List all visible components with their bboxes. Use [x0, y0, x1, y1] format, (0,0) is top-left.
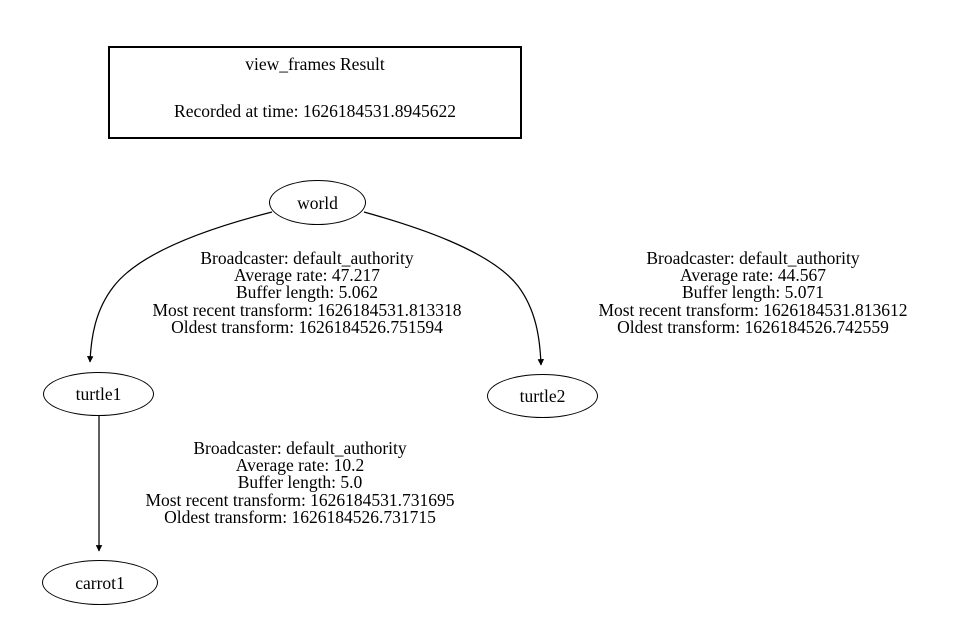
edge-most-recent-transform: Most recent transform: 1626184531.813318 [152, 299, 462, 320]
node-turtle1-label: turtle1 [75, 384, 122, 404]
edge-label-world-turtle2: Broadcaster: default_authority Average r… [543, 248, 963, 337]
edge-most-recent-transform: Most recent transform: 1626184531.731695 [145, 489, 455, 510]
edge-broadcaster: Broadcaster: default_authority [646, 248, 860, 268]
node-world-label: world [297, 192, 338, 213]
edge-world-turtle2 [363, 211, 545, 366]
edge-label-turtle1-carrot1: Broadcaster: default_authority Average r… [90, 438, 510, 527]
edge-oldest-transform: Oldest transform: 1626184526.731715 [164, 506, 436, 527]
edge-broadcaster: Broadcaster: default_authority [193, 438, 407, 458]
edge-most-recent-transform: Most recent transform: 1626184531.813612 [598, 299, 908, 320]
node-turtle2[interactable]: turtle2 [487, 374, 598, 418]
edge-average-rate: Average rate: 44.567 [680, 265, 826, 286]
edge-buffer-length: Buffer length: 5.0 [237, 472, 363, 493]
edge-oldest-transform: Oldest transform: 1626184526.742559 [617, 316, 889, 337]
result-box: view_frames Result Recorded at time: 162… [108, 46, 522, 139]
result-recorded-time: Recorded at time: 1626184531.8945622 [174, 101, 456, 121]
edge-oldest-transform: Oldest transform: 1626184526.751594 [171, 316, 443, 337]
node-world[interactable]: world [269, 180, 366, 225]
edge-buffer-length: Buffer length: 5.071 [681, 282, 825, 303]
node-turtle2-label: turtle2 [519, 386, 566, 406]
edge-average-rate: Average rate: 10.2 [235, 455, 365, 476]
node-carrot1-label: carrot1 [75, 572, 125, 593]
node-turtle1[interactable]: turtle1 [43, 372, 154, 416]
result-title: view_frames Result [245, 54, 385, 74]
edge-buffer-length: Buffer length: 5.062 [235, 282, 379, 303]
edge-average-rate: Average rate: 47.217 [234, 265, 380, 286]
edge-label-world-turtle1: Broadcaster: default_authority Average r… [97, 248, 517, 337]
node-carrot1[interactable]: carrot1 [42, 560, 158, 605]
edge-broadcaster: Broadcaster: default_authority [200, 248, 414, 268]
edge-world-turtle1 [86, 211, 273, 363]
